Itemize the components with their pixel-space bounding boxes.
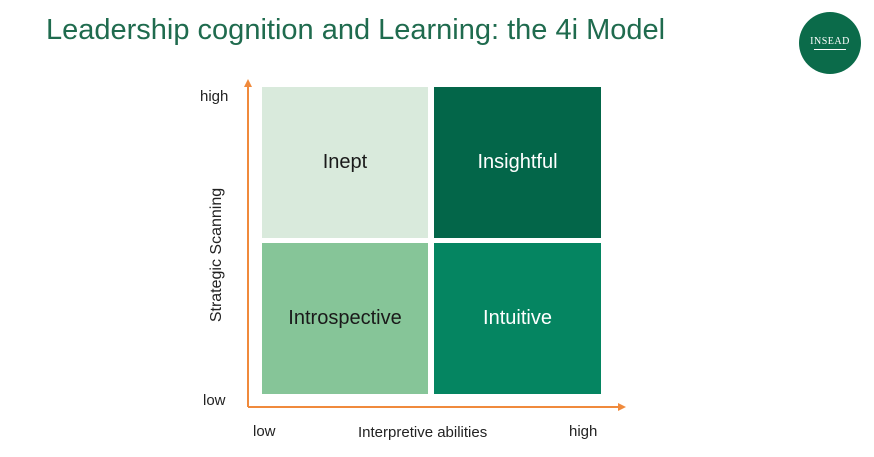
y-axis-low-label: low bbox=[203, 392, 226, 409]
x-axis-title: Interpretive abilities bbox=[358, 424, 488, 441]
quadrant-label-inept: Inept bbox=[322, 151, 368, 173]
quadrant-inept: Inept bbox=[262, 87, 428, 238]
x-axis-high-label: high bbox=[569, 423, 598, 440]
quadrant-intuitive: Intuitive bbox=[434, 243, 601, 394]
y-axis-high-label: high bbox=[200, 88, 229, 105]
quadrant-introspective: Introspective bbox=[262, 243, 428, 394]
quadrant-label-intuitive: Intuitive bbox=[483, 307, 552, 329]
logo-underline bbox=[814, 49, 846, 50]
y-axis-title: Strategic Scanning bbox=[208, 187, 225, 323]
quadrant-label-introspective: Introspective bbox=[288, 307, 402, 329]
quadrant-label-insightful: Insightful bbox=[477, 151, 558, 173]
quadrant-insightful: Insightful bbox=[434, 87, 601, 238]
logo-text: INSEAD bbox=[810, 36, 850, 47]
page-title: Leadership cognition and Learning: the 4… bbox=[46, 14, 666, 46]
x-axis-low-label: low bbox=[253, 423, 276, 440]
insead-logo: INSEAD bbox=[799, 12, 861, 74]
